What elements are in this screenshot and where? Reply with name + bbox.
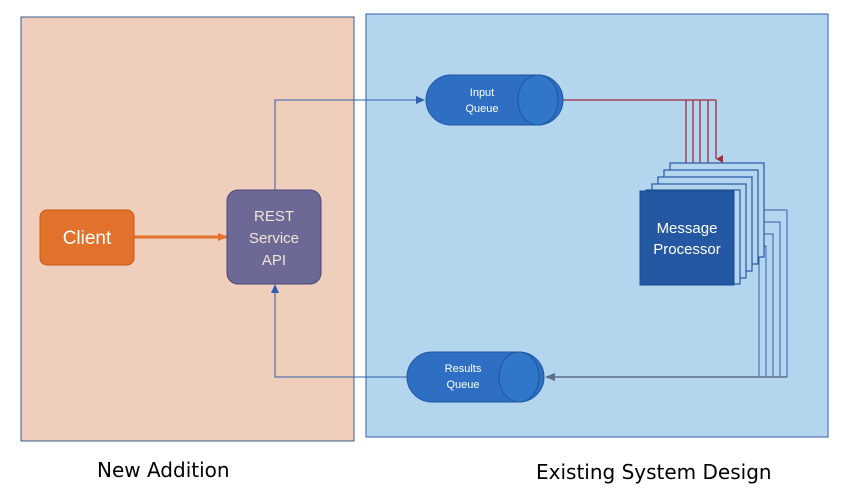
input-queue-label-line2: Queue (465, 103, 498, 115)
input-queue-label-line1: Input (470, 87, 494, 99)
results-queue-label-line1: Results (445, 363, 482, 375)
results-queue (406, 351, 545, 403)
message-processor-label-line1: Message (657, 220, 718, 237)
message-processor-box (639, 190, 735, 286)
results-queue-label-line2: Queue (446, 379, 479, 391)
message-processor-label-line2: Processor (653, 241, 721, 258)
rest-api-label-line3: API (262, 252, 286, 269)
new-addition-caption: New Addition (97, 458, 230, 482)
api-to-input-queue-connector (274, 96, 425, 190)
client-box (39, 209, 135, 266)
rest-api-box (226, 189, 322, 285)
rest-api-label-line1: REST (254, 208, 294, 225)
client-label: Client (63, 228, 112, 249)
rest-api-label-line2: Service (249, 230, 299, 247)
input-queue (425, 74, 564, 126)
results-queue-to-api-connector (271, 284, 407, 378)
existing-system-caption: Existing System Design (536, 460, 772, 484)
